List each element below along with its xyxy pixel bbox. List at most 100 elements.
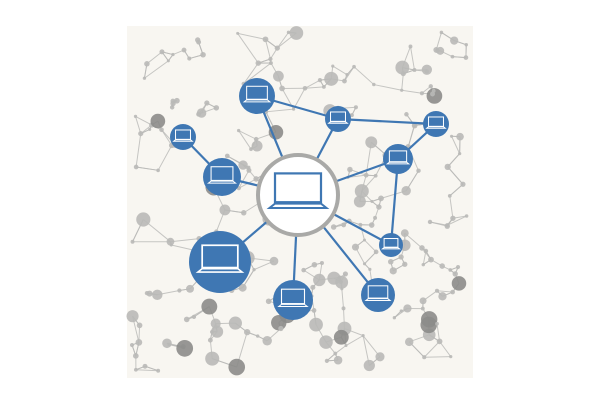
mesh-node (204, 100, 210, 106)
mesh-node (342, 78, 347, 84)
mesh-link (341, 288, 345, 309)
mesh-node (133, 114, 138, 119)
mesh-node (166, 59, 170, 63)
mesh-link (304, 79, 321, 89)
mesh-node (166, 237, 175, 246)
mesh-node (274, 45, 280, 51)
laptop-icon (195, 244, 245, 273)
mesh-node (201, 298, 218, 315)
mesh-node (436, 46, 445, 55)
mesh-node (434, 288, 440, 293)
mesh-node (255, 60, 262, 66)
mesh-node (319, 260, 324, 266)
mesh-node (177, 288, 182, 293)
mesh-node (156, 368, 161, 373)
mesh-node (439, 30, 444, 35)
mesh-node (132, 353, 139, 359)
mesh-node (373, 173, 378, 178)
mesh-node (455, 264, 461, 270)
mesh-node (403, 304, 412, 313)
mesh-node (372, 82, 376, 87)
mesh-node (430, 91, 436, 97)
laptop-screen (428, 116, 444, 127)
laptop-icon (364, 285, 392, 302)
mesh-node (324, 71, 339, 86)
mesh-node (345, 73, 349, 77)
mesh-link (161, 129, 173, 146)
mesh-node (311, 261, 318, 268)
mesh-link (373, 84, 402, 91)
mesh-node (324, 358, 329, 363)
mesh-node (241, 210, 247, 216)
mesh-link (243, 62, 259, 85)
mesh-node (144, 61, 150, 67)
mesh-link (135, 116, 142, 134)
mesh-node (408, 44, 413, 49)
laptop-icon (172, 129, 194, 142)
mesh-node (452, 271, 458, 277)
mesh-node (333, 355, 343, 365)
mesh-link (157, 145, 173, 171)
mesh-node (268, 61, 273, 66)
mesh-node (404, 337, 414, 347)
mesh-node (424, 69, 429, 74)
mesh-node (291, 107, 296, 111)
laptop-node (239, 78, 275, 114)
laptop-keyboard (277, 303, 309, 307)
mesh-node (224, 153, 230, 159)
mesh-node (352, 64, 356, 69)
laptop-icon (327, 111, 349, 124)
mesh-link (424, 356, 451, 358)
mesh-node (219, 204, 231, 216)
mesh-link (447, 166, 464, 185)
mesh-node (361, 334, 365, 338)
mesh-node (321, 84, 326, 89)
mesh-node (205, 351, 220, 366)
mesh-node (349, 113, 354, 118)
mesh-node (399, 309, 403, 313)
mesh-link (436, 323, 441, 342)
mesh-link (449, 183, 464, 197)
mesh-node (444, 163, 451, 171)
mesh-link (135, 115, 152, 126)
mesh-node (373, 249, 379, 255)
mesh-node (388, 258, 394, 265)
laptop-screen (246, 85, 268, 100)
mesh-node (174, 97, 180, 104)
laptop-screen (388, 150, 408, 163)
mesh-link (237, 32, 266, 40)
mesh-node (389, 267, 397, 275)
mesh-node (289, 26, 304, 40)
mesh-node (253, 136, 259, 142)
laptop-screen (210, 166, 234, 181)
laptop-icon (277, 288, 309, 307)
mesh-node (358, 222, 363, 227)
mesh-link (407, 125, 415, 148)
mesh-link (345, 335, 364, 346)
laptop-node (361, 278, 395, 312)
mesh-node (351, 243, 360, 251)
mesh-node (246, 165, 251, 170)
mesh-node (228, 316, 242, 330)
mesh-node (133, 367, 138, 372)
mesh-node (368, 222, 375, 228)
mesh-node (463, 55, 469, 60)
mesh-link (146, 51, 163, 65)
mesh-link (439, 341, 452, 357)
mesh-node (423, 248, 429, 254)
laptop-screen (383, 238, 399, 248)
mesh-node (302, 85, 308, 91)
mesh-node (286, 30, 291, 35)
mesh-node (422, 355, 427, 360)
mesh-node (464, 43, 468, 47)
mesh-node (207, 337, 213, 343)
mesh-node (398, 254, 404, 260)
mesh-node (428, 256, 434, 263)
mesh-node (449, 355, 453, 359)
mesh-link (170, 238, 200, 243)
laptop-node (383, 144, 413, 174)
mesh-link (359, 224, 365, 241)
mesh-node (438, 292, 447, 301)
mesh-node (335, 275, 349, 289)
